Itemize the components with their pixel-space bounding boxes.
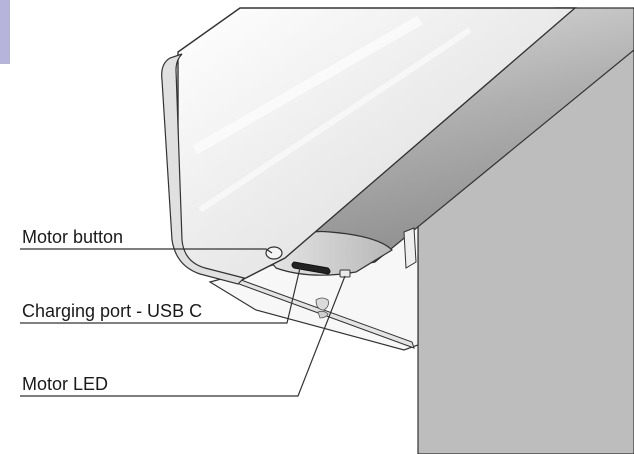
callout-charging-port: Charging port - USB C (22, 301, 203, 321)
housing-highlight (192, 15, 423, 155)
leader-motor-button (20, 248, 273, 254)
leader-charging-port (20, 267, 301, 324)
motor-button-shape (265, 246, 283, 260)
page-tab-marker (0, 0, 10, 64)
tray-slot (315, 297, 329, 311)
callout-motor-button: Motor button (22, 227, 124, 247)
callout-motor-led: Motor LED (22, 374, 109, 394)
usb-c-port-shape (291, 261, 331, 275)
leader-motor-led (20, 275, 346, 397)
housing-highlight-2 (198, 27, 472, 213)
tray-slot-2 (317, 310, 329, 319)
bracket-clip (403, 227, 417, 269)
motor-led-shape (339, 269, 351, 278)
housing-lip (161, 53, 246, 285)
